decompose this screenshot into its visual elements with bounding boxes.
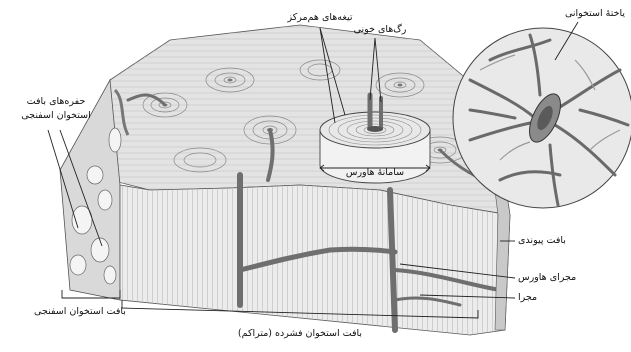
bone-cell-inset — [453, 28, 631, 208]
label-haversian-canal: مجرای هاورس — [518, 272, 588, 284]
label-spongy-cavities-line1: حفره‌های بافت — [6, 96, 106, 108]
label-concentric-lamellae: تیغه‌های هم‌مرکز — [280, 12, 360, 24]
label-spongy-cavities-line2: استخوان اسفنجی — [6, 110, 106, 122]
label-canal: مجرا — [518, 292, 558, 304]
label-bone-cell: یاختهٔ استخوانی — [560, 8, 630, 20]
label-haversian-system: سامانهٔ هاورس — [340, 167, 410, 179]
label-blood-vessels: رگ‌های خونی — [345, 24, 415, 36]
label-spongy-bone-tissue: بافت استخوان اسفنجی — [20, 306, 140, 318]
compact-bone-front-face — [120, 185, 510, 335]
label-compact-bone-tissue: بافت استخوان فشرده (متراکم) — [210, 328, 390, 340]
label-connective-tissue: بافت پیوندی — [518, 235, 588, 247]
